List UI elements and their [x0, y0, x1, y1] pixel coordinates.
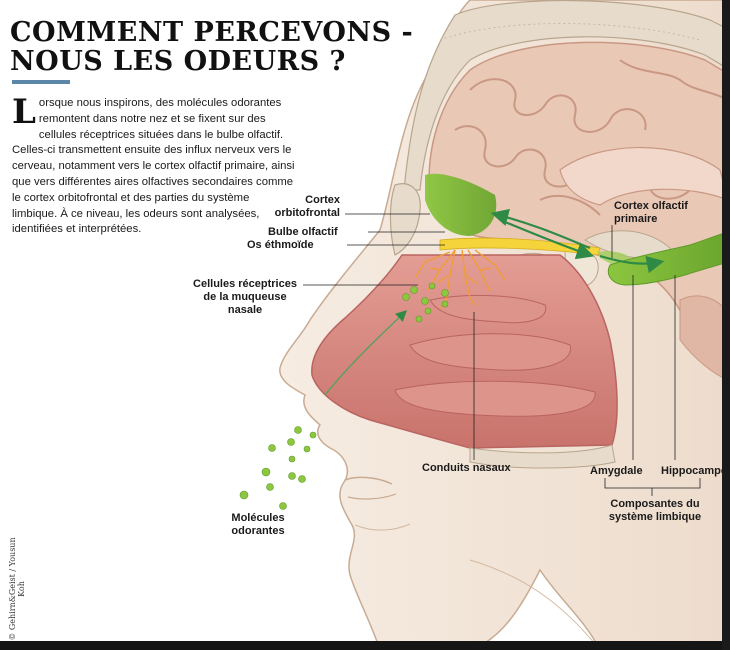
olfactory-bulb	[439, 237, 601, 256]
label-molecules: Molécules odorantes	[231, 512, 285, 537]
label-amygdale: Amygdale	[590, 465, 643, 477]
signal-arrows	[490, 208, 665, 274]
skull-bone	[403, 0, 730, 191]
label-cortex-orbitofrontal: Cortex orbitofrontal	[274, 194, 340, 219]
label-conduits-nasaux: Conduits nasaux	[422, 462, 511, 474]
title-rule	[12, 80, 70, 84]
image-credit: © Gehirn&Geist / Yousun Koh	[8, 537, 26, 641]
nasal-cavity	[311, 254, 618, 469]
odorant-molecules	[239, 282, 449, 510]
page-title: COMMENT PERCEVONS - NOUS LES ODEURS ?	[10, 17, 414, 77]
leader-lines	[303, 213, 701, 496]
label-os-ethmoide: Os éthmoïde	[247, 239, 314, 251]
intro-dropcap: L	[12, 92, 36, 132]
brain	[428, 41, 730, 381]
label-cortex-olfactif-primaire: Cortex olfactif primaire	[614, 200, 688, 225]
inhalation-arrow	[324, 310, 408, 396]
label-bulbe-olfactif: Bulbe olfactif	[268, 226, 338, 238]
right-edge-bar	[722, 0, 730, 650]
label-composantes: Composantes du système limbique	[608, 498, 702, 523]
label-hippocampe: Hippocampe	[661, 465, 728, 477]
bottom-bar	[0, 641, 730, 650]
label-cellules-receptrices: Cellules réceptrices de la muqueuse nasa…	[193, 278, 297, 316]
intro-text: orsque nous inspirons, des molécules odo…	[12, 97, 295, 236]
limbic-structures	[607, 231, 729, 286]
orbitofrontal-cortex	[425, 173, 497, 236]
